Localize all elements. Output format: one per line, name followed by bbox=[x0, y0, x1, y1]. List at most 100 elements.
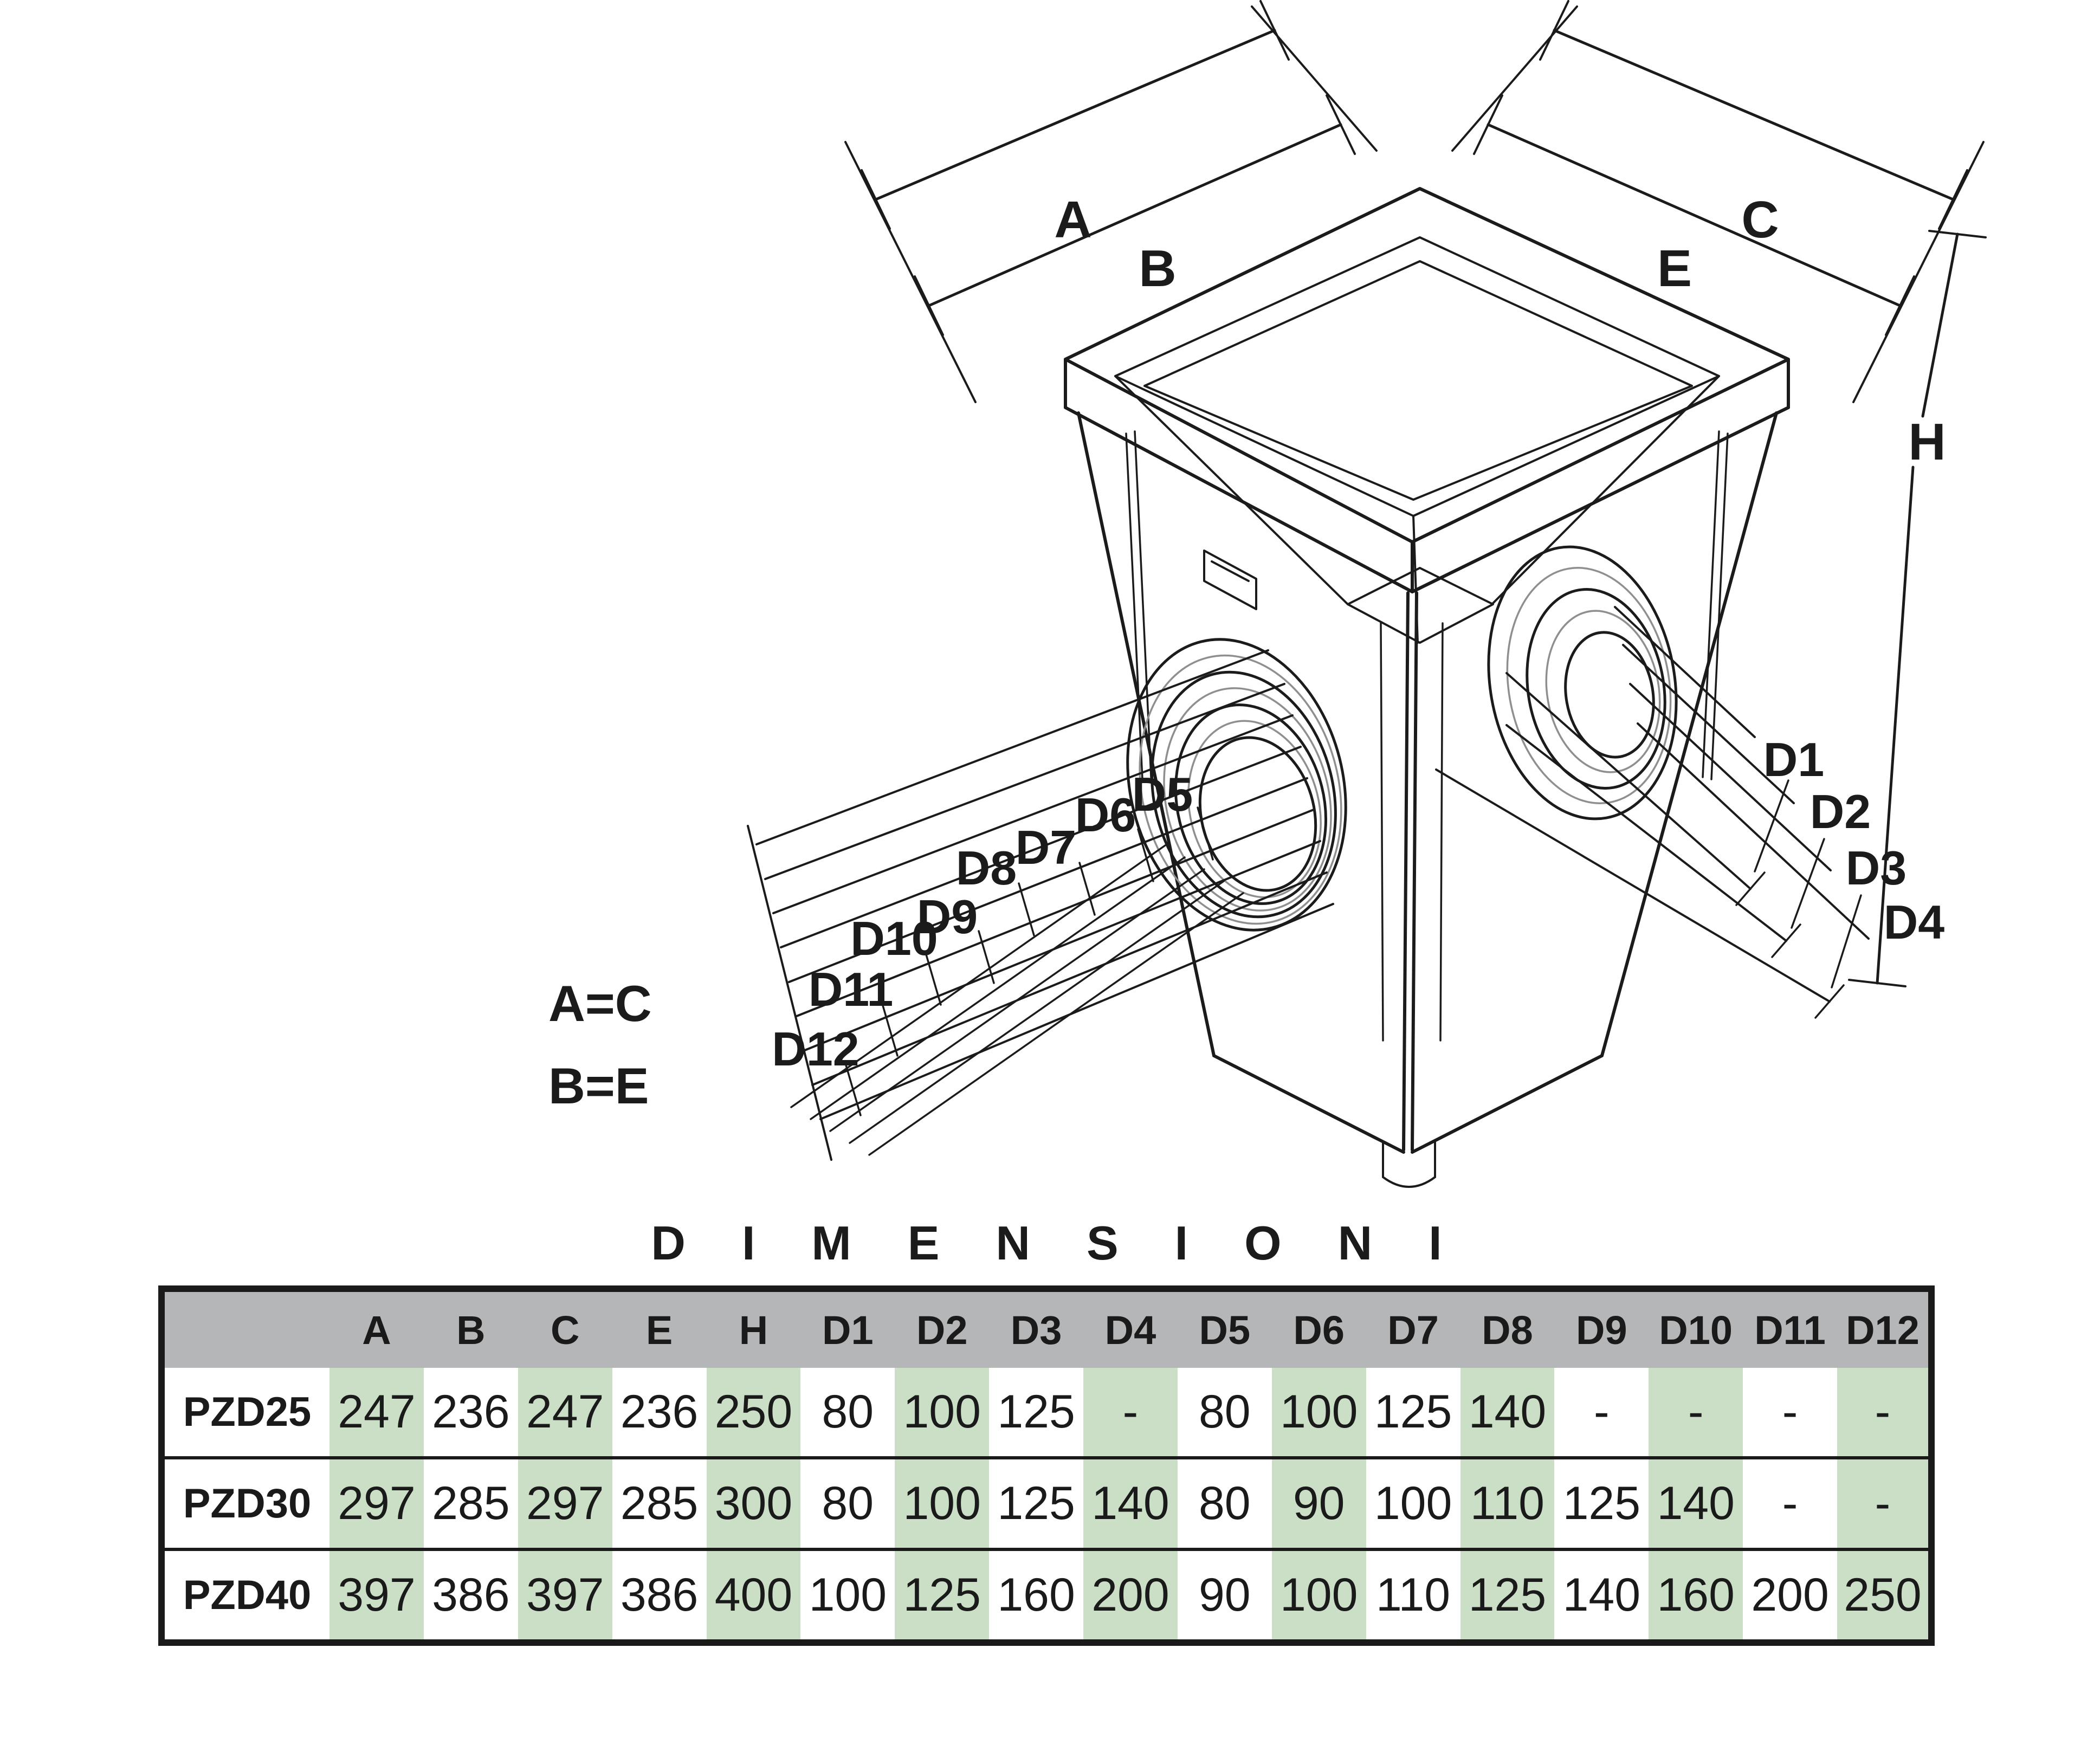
label-D6: D6 bbox=[1075, 788, 1136, 842]
col-header-D9: D9 bbox=[1554, 1289, 1649, 1368]
col-header-D2: D2 bbox=[895, 1289, 990, 1368]
cell-PZD25-D6: 100 bbox=[1271, 1368, 1366, 1458]
cell-PZD40-D3: 160 bbox=[989, 1548, 1083, 1643]
cell-PZD30-B: 285 bbox=[423, 1456, 518, 1549]
row-label-PZD25: PZD25 bbox=[183, 1389, 312, 1435]
cell-PZD40-D10: 160 bbox=[1649, 1548, 1743, 1643]
label-B: B bbox=[1139, 240, 1176, 298]
cell-PZD30-H: 300 bbox=[706, 1456, 801, 1549]
cell-PZD40-D5: 90 bbox=[1177, 1548, 1272, 1643]
cell-PZD30-D1: 80 bbox=[800, 1456, 895, 1549]
cell-PZD30-D4: 140 bbox=[1083, 1456, 1178, 1549]
cell-PZD40-A: 397 bbox=[329, 1548, 424, 1643]
dim-lines-top-left bbox=[844, 0, 1378, 403]
col-header-D10: D10 bbox=[1649, 1289, 1743, 1368]
pit-isometric-drawing: A B E C H D1 D2 D3 D4 D5 D6 D7 D8 D9 D10… bbox=[548, 0, 1987, 1188]
cell-PZD40-B: 386 bbox=[423, 1548, 518, 1643]
cell-PZD25-B: 236 bbox=[432, 1386, 510, 1438]
label-a-equals-c: A=C bbox=[548, 975, 652, 1032]
cell-PZD40-D12: 250 bbox=[1837, 1548, 1931, 1643]
cell-PZD30-D6: 90 bbox=[1271, 1456, 1366, 1549]
ladder-right bbox=[1435, 606, 1870, 1019]
label-D3: D3 bbox=[1846, 841, 1907, 895]
cell-PZD30-D3: 125 bbox=[989, 1456, 1083, 1549]
cell-PZD40-E: 386 bbox=[612, 1548, 707, 1643]
cell-PZD25-D1: 80 bbox=[822, 1386, 874, 1438]
ladder-left bbox=[747, 649, 1334, 1161]
cell-PZD30-D7: 100 bbox=[1366, 1456, 1460, 1549]
cell-PZD40-H: 400 bbox=[706, 1548, 801, 1643]
col-header-D5: D5 bbox=[1177, 1289, 1272, 1368]
label-D8: D8 bbox=[956, 841, 1017, 895]
label-D12: D12 bbox=[772, 1022, 859, 1076]
col-header-D12: D12 bbox=[1837, 1289, 1931, 1368]
table-title: DIMENSIONI bbox=[651, 1216, 1498, 1270]
col-header-D4: D4 bbox=[1083, 1289, 1178, 1368]
label-E: E bbox=[1657, 240, 1692, 298]
cell-PZD25-H: 250 bbox=[706, 1368, 801, 1458]
cell-PZD30-D10: 140 bbox=[1649, 1456, 1743, 1549]
label-D1: D1 bbox=[1763, 733, 1825, 786]
cell-PZD30-D8: 110 bbox=[1460, 1456, 1555, 1549]
cell-PZD40-D8: 125 bbox=[1460, 1548, 1555, 1643]
cell-PZD40-D1: 100 bbox=[800, 1548, 895, 1643]
label-A: A bbox=[1054, 191, 1091, 249]
col-header-D11: D11 bbox=[1743, 1289, 1837, 1368]
cell-PZD40-D9: 140 bbox=[1554, 1548, 1649, 1643]
cell-PZD40-D2: 125 bbox=[895, 1548, 990, 1643]
cell-PZD25-D3: 125 bbox=[997, 1386, 1075, 1438]
label-D10: D10 bbox=[850, 912, 938, 965]
col-header-D1: D1 bbox=[800, 1289, 895, 1368]
dim-lines-top-right bbox=[1451, 0, 1985, 403]
cell-PZD25-D4: - bbox=[1083, 1368, 1178, 1458]
col-header-A: A bbox=[329, 1289, 424, 1368]
row-label-PZD30: PZD30 bbox=[161, 1456, 329, 1549]
label-D9: D9 bbox=[917, 890, 978, 944]
row-label-PZD40: PZD40 bbox=[161, 1548, 329, 1643]
label-H: H bbox=[1908, 413, 1946, 471]
col-header-H: H bbox=[706, 1289, 801, 1368]
col-header-C: C bbox=[518, 1289, 612, 1368]
label-D2: D2 bbox=[1810, 785, 1871, 838]
cell-PZD25-D12: - bbox=[1837, 1368, 1931, 1458]
col-header-E: E bbox=[612, 1289, 707, 1368]
cell-PZD25-D8: 140 bbox=[1460, 1368, 1555, 1458]
cell-PZD40-D4: 200 bbox=[1083, 1548, 1178, 1643]
cell-PZD25-A: 247 bbox=[329, 1368, 424, 1458]
cell-PZD40-C: 397 bbox=[518, 1548, 612, 1643]
col-header-D8: D8 bbox=[1460, 1289, 1555, 1368]
label-D4: D4 bbox=[1884, 895, 1945, 949]
col-header-D7: D7 bbox=[1366, 1289, 1460, 1368]
cell-PZD30-D9: 125 bbox=[1554, 1456, 1649, 1549]
cell-PZD40-D11: 200 bbox=[1743, 1548, 1837, 1643]
pit-body bbox=[1077, 411, 1778, 1188]
col-header-B: B bbox=[423, 1289, 518, 1368]
label-D11: D11 bbox=[809, 962, 894, 1016]
label-b-equals-e: B=E bbox=[548, 1057, 649, 1114]
label-D7: D7 bbox=[1016, 820, 1077, 874]
cell-PZD25-D7: 125 bbox=[1374, 1386, 1452, 1438]
corner-header-cell bbox=[161, 1289, 329, 1368]
cell-PZD25-D5: 80 bbox=[1198, 1386, 1251, 1438]
cell-PZD30-D12: - bbox=[1837, 1456, 1931, 1549]
label-D5: D5 bbox=[1132, 767, 1193, 821]
cell-PZD25-C: 247 bbox=[518, 1368, 612, 1458]
cell-PZD40-D7: 110 bbox=[1366, 1548, 1460, 1643]
cell-PZD30-C: 297 bbox=[518, 1456, 612, 1549]
cell-PZD30-D2: 100 bbox=[895, 1456, 990, 1549]
label-C: C bbox=[1741, 191, 1779, 249]
col-header-D6: D6 bbox=[1271, 1289, 1366, 1368]
cell-PZD25-D11: - bbox=[1782, 1386, 1798, 1438]
cell-PZD25-E: 236 bbox=[620, 1386, 699, 1438]
cell-PZD30-E: 285 bbox=[612, 1456, 707, 1549]
cell-PZD30-A: 297 bbox=[329, 1456, 424, 1549]
cell-PZD30-D5: 80 bbox=[1177, 1456, 1272, 1549]
cell-PZD25-D9: - bbox=[1593, 1386, 1610, 1438]
